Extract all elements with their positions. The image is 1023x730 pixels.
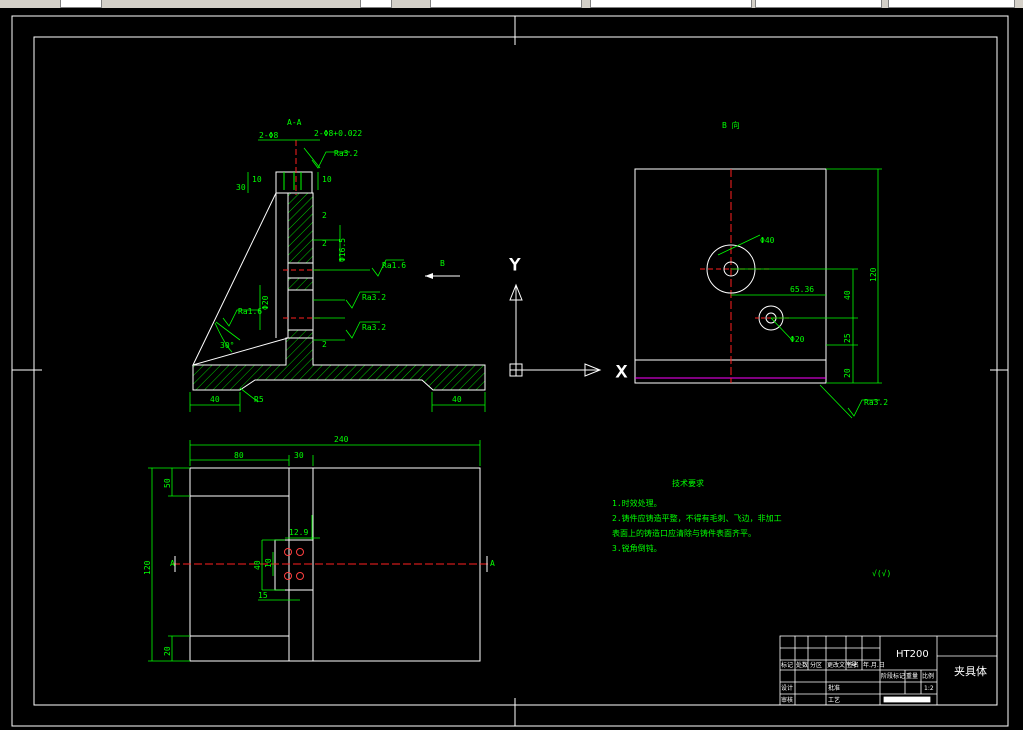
b-view-title: B 向 (722, 120, 740, 130)
technical-requirements: 技术要求 1.时效处理。 2.铸件应铸造平整，不得有毛刺、飞边，非加工 表面上的… (612, 478, 782, 553)
axis-y-label: Y (509, 255, 520, 274)
tech-req-line2: 2.铸件应铸造平整，不得有毛刺、飞边，非加工 (612, 513, 782, 523)
rough-top: Ra3.2 (334, 149, 358, 158)
plan-dim-side-20: 20 (163, 646, 172, 656)
tb-label-approve: 批准 (828, 684, 840, 692)
rough-r3: Ra3.2 (362, 293, 386, 302)
dim-top-hole: 2-Φ8 (259, 131, 278, 140)
plan-dim-w80: 80 (234, 451, 244, 460)
plan-dim-hole-15: 15 (258, 591, 268, 600)
b-dim-large-hole: Φ40 (760, 236, 775, 245)
cad-drawing: A-A (11, 15, 1009, 727)
sheet-border (11, 15, 1009, 727)
dim-r5: R5 (254, 395, 264, 404)
tb-label-review: 审核 (781, 696, 793, 704)
tb-label-stage: 阶段标记 (881, 672, 905, 680)
section-mark-left: A (170, 559, 175, 568)
dim-bore-upper: Φ16.5 (338, 238, 347, 262)
tb-scale: 1:2 (924, 685, 934, 692)
rough-r4: Ra3.2 (362, 323, 386, 332)
plan-dim-overall: 240 (334, 435, 349, 444)
b-dim-25: 25 (843, 333, 852, 343)
tech-req-line4: 3.锐角倒钝。 (612, 543, 662, 553)
base-section (192, 337, 486, 391)
plan-dim-w30: 30 (294, 451, 304, 460)
tb-label-mark: 标记 (781, 661, 793, 669)
color-dropdown[interactable] (590, 0, 752, 8)
dim-h10b: 10 (322, 175, 332, 184)
rib (192, 192, 289, 366)
plan-dim-side-50: 50 (163, 478, 172, 488)
rough-left: Ra1.6 (238, 307, 262, 316)
view-arrow-label: B (440, 259, 445, 268)
section-mark-right: A (490, 559, 495, 568)
lineweight-dropdown[interactable] (888, 0, 1015, 8)
b-dim-40: 40 (843, 290, 852, 300)
section-view: A-A (189, 118, 486, 412)
b-dim-small-hole: Φ20 (790, 335, 805, 344)
axis-x-label: X (616, 362, 627, 381)
dim-2c: 2 (322, 340, 327, 349)
dim-2a: 2 (322, 211, 327, 220)
tech-req-line1: 1.时效处理。 (612, 498, 662, 508)
plan-dim-hole-12: 12.9 (289, 528, 308, 537)
tb-label-count: 处数 (796, 661, 808, 669)
toolbar-button[interactable] (60, 0, 102, 8)
tech-req-line3: 表面上的铸造口应清除与铸件表面齐平。 (612, 528, 756, 538)
tb-label-zone: 分区 (810, 661, 822, 669)
tb-label-date: 年.月.日 (863, 661, 885, 669)
b-dim-h-offset: 65.36 (790, 285, 814, 294)
tb-label-weight: 重量 (906, 672, 918, 680)
tb-label-sign: 签名 (847, 661, 859, 669)
tb-part-name: 夹具体 (954, 664, 987, 678)
dim-base-right: 40 (452, 395, 462, 404)
layer-dropdown[interactable] (430, 0, 582, 8)
tb-material: HT200 (896, 649, 929, 660)
linetype-dropdown[interactable] (755, 0, 882, 8)
b-view: B 向 Φ40 Φ20 65.36 40 25 20 1 (634, 120, 888, 419)
roughness-symbol: √(√) (872, 569, 891, 578)
b-dim-overall: 120 (869, 267, 878, 282)
dim-top-tol: 2-Φ8+0.022 (314, 129, 362, 138)
tb-label-file: 更改文件号 (827, 661, 857, 669)
dim-h10a: 10 (252, 175, 262, 184)
plan-view: 240 80 30 50 120 20 12.9 40 10 15 A A (143, 435, 495, 662)
plan-dim-hole-10: 10 (264, 558, 273, 568)
section-title: A-A (287, 118, 302, 127)
title-block (779, 635, 998, 706)
ucs-icon: Y X (509, 255, 628, 382)
toolbar-dropdown[interactable] (360, 0, 392, 8)
dim-h30: 30 (236, 183, 246, 192)
view-arrow-b: B (425, 259, 460, 279)
tech-req-title: 技术要求 (672, 478, 704, 488)
plan-dim-hole-40: 40 (253, 560, 262, 570)
b-rough: Ra3.2 (864, 398, 888, 407)
drawing-canvas[interactable]: A-A (0, 8, 1023, 730)
dim-angle: 30° (220, 341, 234, 350)
tb-label-process: 工艺 (828, 696, 840, 704)
tb-label-scale: 比例 (922, 672, 934, 680)
plan-dim-side-120: 120 (143, 560, 152, 575)
tb-label-design: 设计 (781, 684, 793, 692)
dim-2b: 2 (322, 239, 327, 248)
rough-mid: Ra1.6 (382, 261, 406, 270)
b-dim-20: 20 (843, 368, 852, 378)
dim-base-left: 40 (210, 395, 220, 404)
dim-bore-lower: Φ20 (261, 295, 270, 310)
